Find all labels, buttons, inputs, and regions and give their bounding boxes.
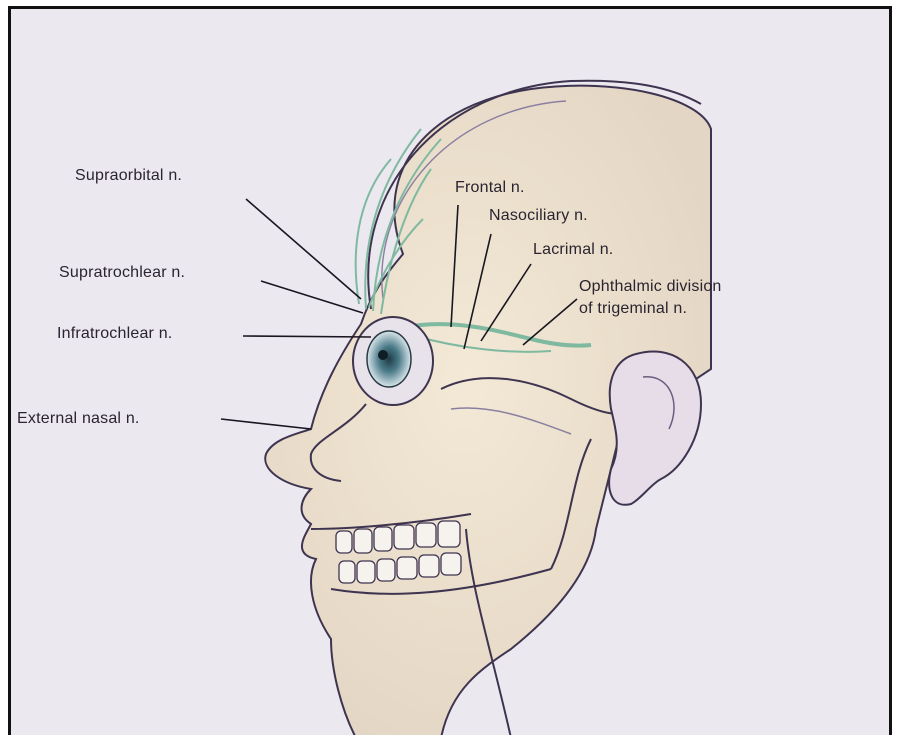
ear [609, 351, 701, 504]
eye [367, 331, 411, 387]
label-ophthalmic-line1: Ophthalmic division [579, 276, 722, 298]
label-ophthalmic-division: Ophthalmic division of trigeminal n. [579, 276, 722, 320]
label-lacrimal: Lacrimal n. [533, 241, 613, 259]
skull-illustration [11, 9, 892, 735]
label-supraorbital: Supraorbital n. [75, 167, 182, 185]
illustration-frame: Supraorbital n. Supratrochlear n. Infrat… [8, 6, 892, 735]
label-external-nasal: External nasal n. [17, 410, 140, 428]
label-infratrochlear: Infratrochlear n. [57, 325, 172, 343]
label-nasociliary: Nasociliary n. [489, 207, 588, 225]
label-supratrochlear: Supratrochlear n. [59, 264, 185, 282]
label-ophthalmic-line2: of trigeminal n. [579, 298, 722, 320]
label-frontal: Frontal n. [455, 179, 525, 197]
